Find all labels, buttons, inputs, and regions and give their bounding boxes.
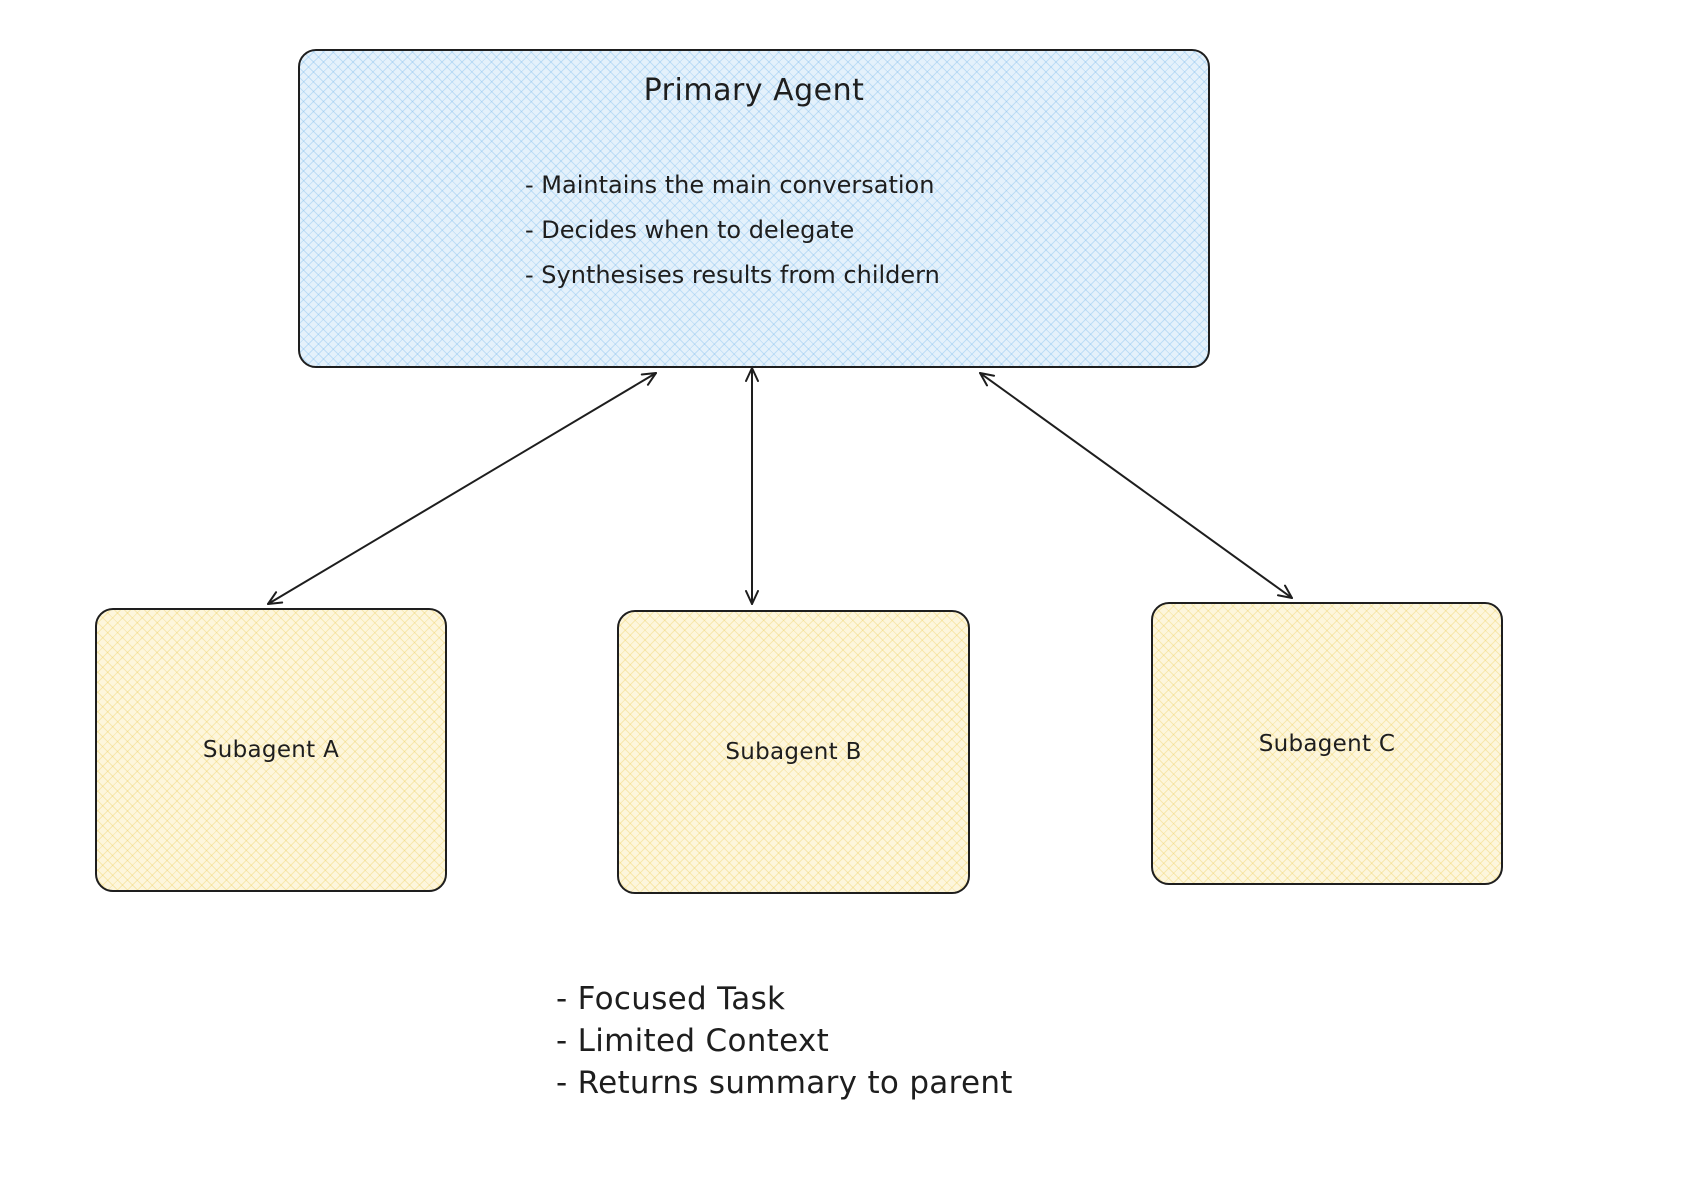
subagent-a-label: Subagent A [202,737,340,763]
subagent-note: - Limited Context [556,1023,830,1059]
primary-agent-bullet: - Decides when to delegate [525,216,855,244]
primary-agent-title: Primary Agent [643,73,865,108]
primary-agent-bullet: - Maintains the main conversation [525,171,935,199]
subagent-note: - Returns summary to parent [556,1065,1013,1101]
primary-agent-bullets: - Maintains the main conversation - Deci… [525,163,940,298]
connector-primary-subagent-c [979,372,1293,599]
subagent-b-box: Subagent B [617,610,970,894]
subagent-c-label: Subagent C [1258,730,1396,757]
subagent-notes: - Focused Task - Limited Context - Retur… [556,978,1013,1104]
subagent-a-box: Subagent A [95,608,447,892]
primary-agent-box: Primary Agent - Maintains the main conve… [298,49,1210,368]
connector-primary-subagent-a [267,372,657,605]
primary-agent-bullet: - Synthesises results from childern [525,261,940,289]
subagent-c-box: Subagent C [1151,602,1503,885]
subagent-note: - Focused Task [556,981,786,1017]
subagent-b-label: Subagent B [725,739,862,765]
